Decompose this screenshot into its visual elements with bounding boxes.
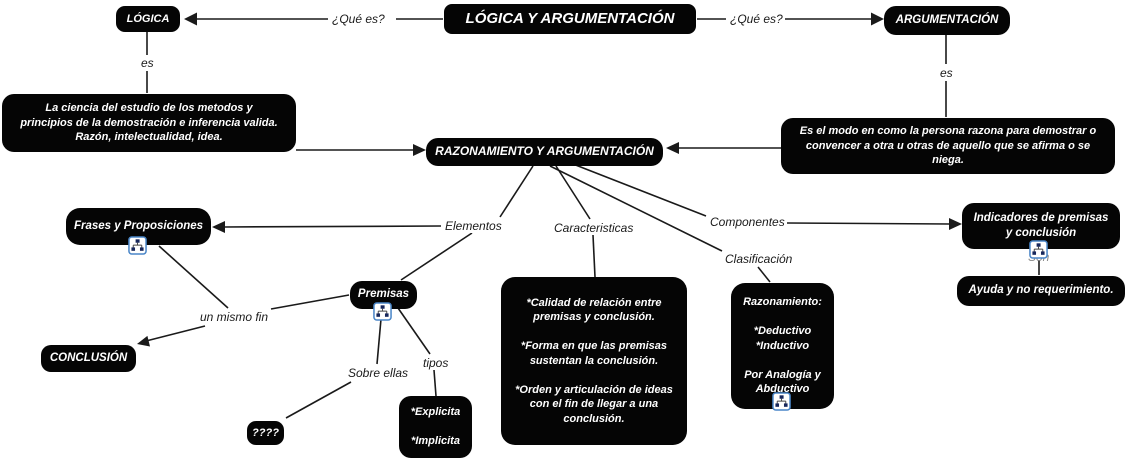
node-conclusion[interactable]: CONCLUSIÓN bbox=[41, 345, 136, 372]
node-frases-proposiciones[interactable]: Frases y Proposiciones bbox=[66, 208, 211, 245]
node-clasificacion-lista-label: Razonamiento: *Deductivo *Inductivo Por … bbox=[743, 296, 822, 396]
node-razonamiento-argumentacion[interactable]: RAZONAMIENTO Y ARGUMENTACIÓN bbox=[426, 138, 663, 166]
clasificacion-org-chart-icon[interactable] bbox=[772, 392, 791, 411]
node-frases-proposiciones-label: Frases y Proposiciones bbox=[73, 219, 204, 232]
frases-org-chart-icon[interactable] bbox=[128, 236, 147, 255]
node-ayuda[interactable]: Ayuda y no requerimiento. bbox=[957, 276, 1125, 306]
node-tipos-lista-label: *Explicita *Implicita bbox=[410, 406, 461, 448]
node-ayuda-label: Ayuda y no requerimiento. bbox=[968, 284, 1114, 297]
node-clasificacion-lista[interactable]: Razonamiento: *Deductivo *Inductivo Por … bbox=[731, 283, 834, 409]
node-logica[interactable]: LÓGICA bbox=[116, 6, 180, 32]
node-main-title[interactable]: LÓGICA Y ARGUMENTACIÓN bbox=[444, 4, 696, 34]
link-label-que-es-right: ¿Qué es? bbox=[728, 12, 785, 26]
node-argumentacion-definicion-label: Es el modo en como la persona razona par… bbox=[799, 125, 1097, 167]
node-preguntas-label: ???? bbox=[252, 426, 279, 439]
node-argumentacion[interactable]: ARGUMENTACIÓN bbox=[884, 6, 1010, 35]
link-label-es-left: es bbox=[139, 56, 156, 70]
link-label-es-right: es bbox=[938, 66, 955, 80]
node-argumentacion-definicion[interactable]: Es el modo en como la persona razona par… bbox=[781, 118, 1115, 174]
link-label-clasificacion: Clasificación bbox=[723, 252, 795, 266]
node-razonamiento-argumentacion-label: RAZONAMIENTO Y ARGUMENTACIÓN bbox=[435, 144, 654, 159]
node-caracteristicas-lista[interactable]: *Calidad de relación entre premisas y co… bbox=[501, 277, 687, 445]
node-preguntas[interactable]: ???? bbox=[247, 421, 284, 445]
link-label-sobre-ellas: Sobre ellas bbox=[346, 366, 411, 380]
link-label-tipos: tipos bbox=[421, 356, 451, 370]
node-tipos-lista[interactable]: *Explicita *Implicita bbox=[399, 396, 472, 458]
link-label-elementos: Elementos bbox=[443, 219, 504, 233]
indicadores-org-chart-icon[interactable] bbox=[1029, 240, 1048, 259]
node-argumentacion-label: ARGUMENTACIÓN bbox=[895, 13, 999, 26]
node-indicadores-label: Indicadores de premisas y conclusión bbox=[973, 211, 1109, 239]
link-label-caracteristicas: Caracteristicas bbox=[552, 221, 636, 235]
node-premisas-label: Premisas bbox=[357, 288, 410, 301]
node-logica-definicion[interactable]: La ciencia del estudio de los metodos y … bbox=[2, 94, 296, 152]
node-main-title-label: LÓGICA Y ARGUMENTACIÓN bbox=[465, 10, 675, 28]
node-logica-definicion-label: La ciencia del estudio de los metodos y … bbox=[20, 102, 278, 144]
link-label-componentes: Componentes bbox=[708, 215, 787, 229]
node-caracteristicas-lista-label: *Calidad de relación entre premisas y co… bbox=[515, 296, 673, 425]
link-label-que-es-left: ¿Qué es? bbox=[330, 12, 387, 26]
node-logica-label: LÓGICA bbox=[126, 12, 170, 25]
premisas-org-chart-icon[interactable] bbox=[373, 302, 392, 321]
node-conclusion-label: CONCLUSIÓN bbox=[49, 351, 128, 364]
link-label-un-mismo-fin: un mismo fin bbox=[198, 310, 271, 324]
